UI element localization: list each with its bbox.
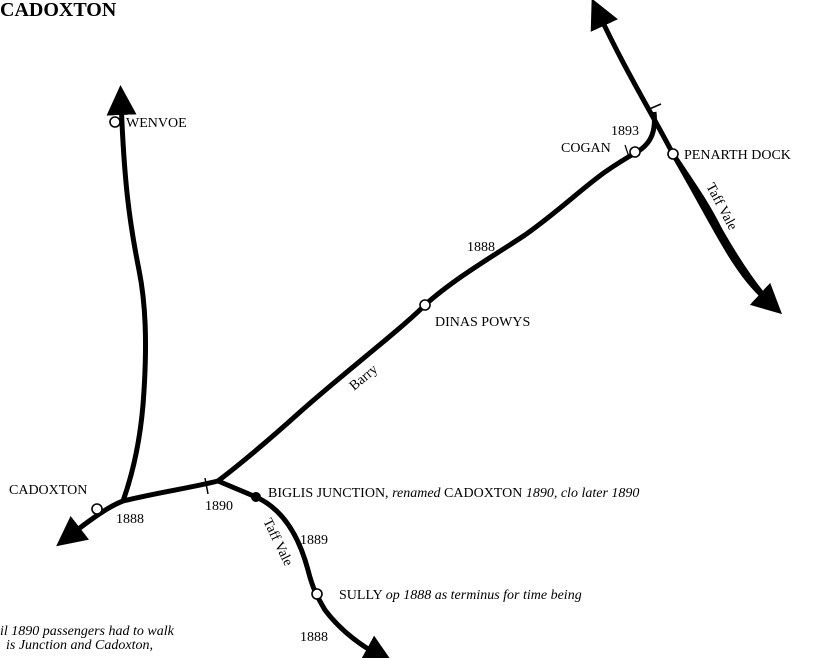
station-penarth-dock — [667, 148, 679, 160]
sully-note: op 1888 as terminus for time being — [386, 588, 582, 603]
footnote-line-2: is Junction and Cadoxton, — [6, 638, 153, 653]
date-cogan-junction: 1893 — [611, 124, 639, 139]
label-wenvoe: WENVOE — [126, 116, 187, 131]
biglis-renamed: renamed — [392, 486, 441, 501]
date-taff-vale-upper: 1889 — [300, 533, 328, 548]
sully-name: SULLY — [339, 588, 383, 603]
barry-line — [216, 111, 657, 483]
taff-vale-north-line-south — [670, 152, 783, 315]
label-penarth-dock: PENARTH DOCK — [684, 148, 791, 163]
biglis-dates: 1890, clo later 1890 — [526, 486, 640, 501]
tick-mark-junction — [204, 477, 209, 495]
map-title: CADOXTON — [0, 0, 117, 21]
cadoxton-biglis-line — [122, 478, 257, 504]
label-cogan: COGAN — [561, 141, 611, 156]
biglis-name: BIGLIS JUNCTION, — [268, 486, 389, 501]
station-sully — [311, 588, 323, 600]
biglis-cadoxton: CADOXTON — [444, 486, 522, 501]
wenvoe-line — [106, 85, 149, 502]
station-cogan — [629, 146, 641, 158]
date-taff-vale-lower: 1888 — [300, 630, 328, 645]
tick-mark-cogan — [646, 103, 662, 111]
station-cadoxton — [91, 503, 103, 515]
date-cadoxton: 1888 — [116, 512, 144, 527]
label-cadoxton: CADOXTON — [9, 483, 87, 498]
station-wenvoe — [109, 116, 121, 128]
label-biglis-junction: BIGLIS JUNCTION, renamed CADOXTON 1890, … — [268, 486, 639, 501]
date-junction: 1890 — [205, 499, 233, 514]
station-dinas-powys — [419, 299, 431, 311]
station-biglis-junction — [251, 492, 261, 502]
footnote-line-1: il 1890 passengers had to walk — [0, 624, 175, 639]
label-sully: SULLY op 1888 as terminus for time being — [339, 588, 582, 603]
label-dinas-powys: DINAS POWYS — [435, 315, 530, 330]
date-barry-line: 1888 — [467, 240, 495, 255]
tick-mark-cogan-station — [624, 144, 630, 158]
